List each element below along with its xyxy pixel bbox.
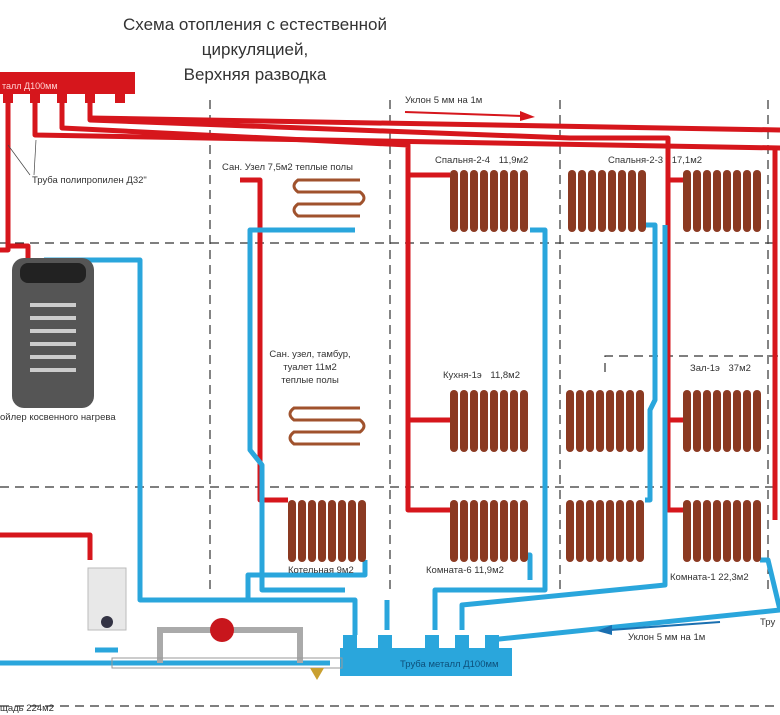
pp-pipe-label: Труба полипропилен Д32" bbox=[32, 175, 147, 186]
room-label: Комната-6 11,9м2 bbox=[426, 565, 504, 576]
floor-heating-label-2-line-1: Сан. узел, тамбур, bbox=[269, 349, 350, 360]
supply-pipes bbox=[0, 100, 780, 560]
area-label: щадь 224м2 bbox=[0, 703, 54, 714]
room-labels: Спальня-2-4 11,9м2 Спальня-2-3 17,1м2 Ку… bbox=[288, 155, 751, 583]
radiator bbox=[683, 500, 761, 562]
radiators bbox=[288, 170, 761, 562]
supply-manifold bbox=[0, 72, 135, 103]
radiator bbox=[566, 390, 644, 452]
floor-heating-label-2-line-2: туалет 11м2 bbox=[283, 362, 337, 373]
radiator bbox=[683, 390, 761, 452]
right-cut-label: Тру bbox=[760, 617, 775, 628]
pump-group bbox=[111, 618, 343, 680]
room-label: Зал-1э 37м2 bbox=[690, 363, 751, 374]
slope-label-bottom: Уклон 5 мм на 1м bbox=[628, 632, 705, 643]
radiator bbox=[566, 500, 644, 562]
title: Схема отопления с естественной циркуляци… bbox=[123, 15, 387, 84]
return-manifold-label: Труба металл Д100мм bbox=[400, 659, 499, 670]
radiator bbox=[568, 170, 646, 232]
title-line-1: Схема отопления с естественной bbox=[123, 15, 387, 34]
radiator bbox=[288, 500, 366, 562]
floor-heating-label-2-line-3: теплые полы bbox=[281, 375, 339, 386]
gas-boiler bbox=[87, 567, 127, 631]
return-manifold bbox=[340, 635, 512, 676]
supply-manifold-label: талл Д100мм bbox=[2, 81, 58, 91]
return-pipes bbox=[0, 222, 780, 666]
room-label: Комната-1 22,3м2 bbox=[670, 572, 749, 583]
radiator bbox=[450, 170, 528, 232]
slope-label-top: Уклон 5 мм на 1м bbox=[405, 95, 482, 106]
room-label: Спальня-2-3 17,1м2 bbox=[608, 155, 702, 166]
room-label: Котельная 9м2 bbox=[288, 565, 354, 576]
slope-arrows bbox=[404, 111, 721, 635]
radiator bbox=[450, 500, 528, 562]
room-label: Спальня-2-4 11,9м2 bbox=[435, 155, 528, 166]
title-line-3: Верхняя разводка bbox=[184, 65, 327, 84]
floor-heating-label-1: Сан. Узел 7,5м2 теплые полы bbox=[222, 162, 353, 173]
radiator bbox=[683, 170, 761, 232]
floor-heating-coil bbox=[288, 178, 366, 446]
radiator bbox=[450, 390, 528, 452]
indirect-boiler bbox=[12, 258, 94, 408]
title-line-2: циркуляцией, bbox=[202, 40, 308, 59]
boiler-label: ойлер косвенного нагрева bbox=[0, 412, 116, 423]
room-label: Кухня-1э 11,8м2 bbox=[443, 370, 520, 381]
